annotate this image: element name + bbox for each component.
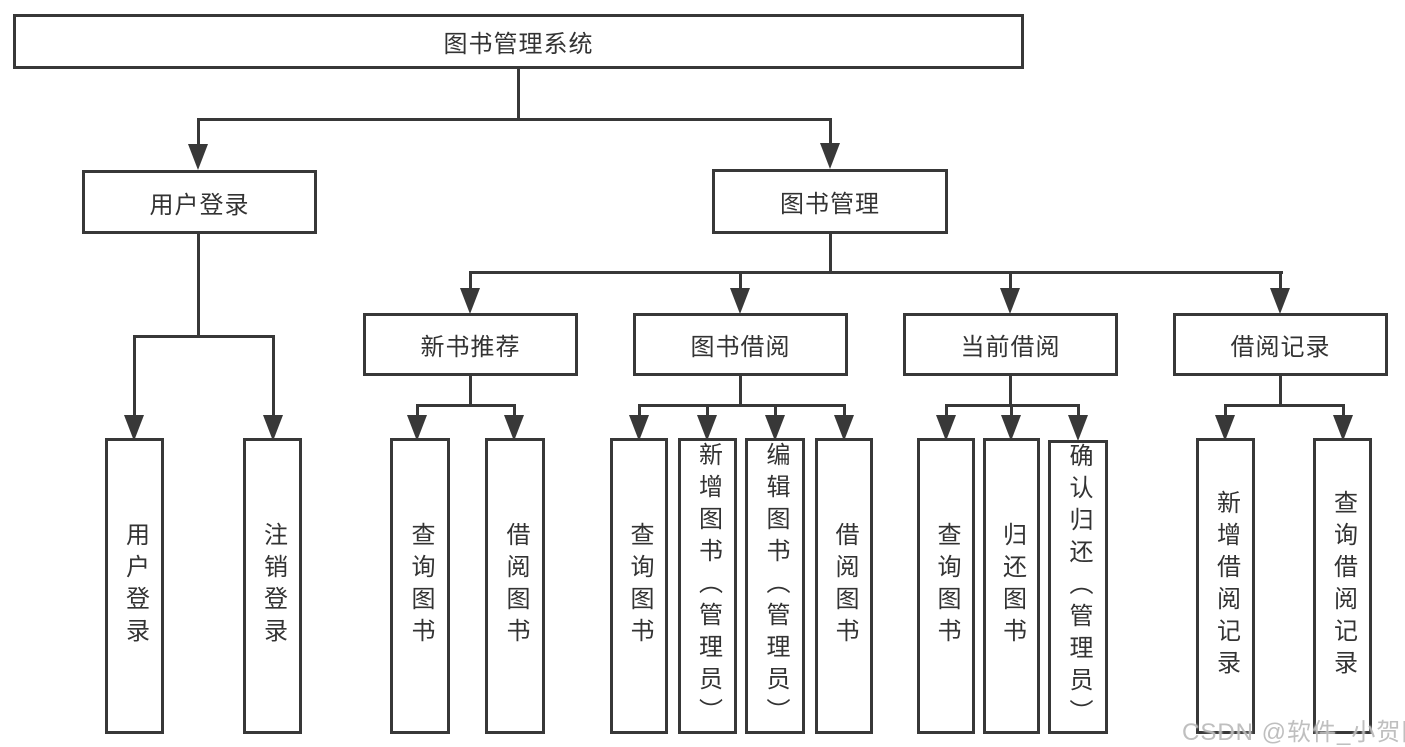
leaf-label: 新增借阅记录 (1212, 490, 1240, 682)
arrowhead-down-icon (697, 415, 717, 441)
connector-line (739, 271, 742, 291)
node-book-borrow: 图书借阅 (633, 313, 848, 376)
arrowhead-down-icon (730, 288, 750, 314)
leaf-query-books-1: 查询图书 (390, 438, 450, 734)
leaf-logout: 注销登录 (243, 438, 302, 734)
csdn-watermark: CSDN @软件_小贺同学 (1182, 719, 1405, 746)
node-new-book-recommend-label: 新书推荐 (420, 334, 521, 361)
arrowhead-down-icon (124, 415, 144, 441)
leaf-borrow-books-1: 借阅图书 (485, 438, 545, 734)
connector-line (469, 271, 472, 291)
arrowhead-down-icon (629, 415, 649, 441)
leaf-label: 归还图书 (998, 522, 1026, 650)
leaf-add-borrow-record: 新增借阅记录 (1196, 438, 1255, 734)
connector-line (829, 118, 832, 148)
connector-line (517, 69, 520, 120)
leaf-confirm-return-admin: 确认归还（管理员） (1048, 440, 1108, 734)
arrowhead-down-icon (834, 415, 854, 441)
node-current-borrow-label: 当前借阅 (960, 334, 1061, 361)
connector-line (1077, 404, 1080, 420)
connector-line (1009, 271, 1012, 291)
connector-line (197, 118, 832, 121)
node-current-borrow: 当前借阅 (903, 313, 1118, 376)
node-new-book-recommend: 新书推荐 (363, 313, 578, 376)
node-book-management-label: 图书管理 (780, 191, 880, 218)
arrowhead-down-icon (1215, 415, 1235, 441)
arrowhead-down-icon (1068, 415, 1088, 441)
connector-line (638, 404, 641, 420)
node-root: 图书管理系统 (13, 14, 1024, 69)
node-user-login: 用户登录 (82, 170, 317, 234)
leaf-label: 借阅图书 (502, 522, 529, 650)
node-borrow-records: 借阅记录 (1173, 313, 1388, 376)
connector-line (774, 404, 777, 420)
arrowhead-down-icon (188, 144, 208, 170)
connector-line (1009, 376, 1012, 407)
leaf-label: 确认归还（管理员） (1065, 443, 1092, 731)
arrowhead-down-icon (1270, 288, 1290, 314)
connector-line (133, 335, 275, 338)
connector-line (469, 376, 472, 407)
leaf-label: 借阅图书 (831, 522, 858, 650)
connector-line (829, 234, 832, 274)
leaf-label: 查询图书 (626, 522, 653, 650)
connector-line (513, 404, 516, 420)
leaf-label: 注销登录 (259, 522, 287, 650)
leaf-label: 用户登录 (121, 522, 149, 650)
leaf-edit-book-admin: 编辑图书（管理员） (745, 438, 805, 734)
connector-line (1279, 376, 1282, 407)
leaf-return-books: 归还图书 (983, 438, 1040, 734)
leaf-user-login: 用户登录 (105, 438, 164, 734)
connector-line (638, 404, 846, 407)
connector-line (197, 233, 200, 337)
connector-line (416, 404, 516, 407)
node-book-management: 图书管理 (712, 169, 948, 234)
arrowhead-down-icon (1000, 288, 1020, 314)
connector-line (133, 335, 136, 417)
arrowhead-down-icon (765, 415, 785, 441)
node-user-login-label: 用户登录 (149, 191, 250, 219)
arrowhead-down-icon (407, 415, 427, 441)
node-book-borrow-label: 图书借阅 (690, 334, 791, 361)
connector-line (1010, 404, 1013, 420)
arrowhead-down-icon (263, 415, 283, 441)
leaf-label: 新增图书（管理员） (694, 442, 722, 730)
node-root-label: 图书管理系统 (443, 31, 594, 58)
connector-line (1342, 404, 1345, 420)
connector-line (1224, 404, 1227, 420)
connector-line (739, 376, 742, 407)
leaf-query-books-3: 查询图书 (917, 438, 975, 734)
leaf-label: 查询图书 (407, 522, 434, 650)
leaf-label: 查询借阅记录 (1329, 490, 1357, 682)
connector-line (1224, 404, 1345, 407)
connector-line (706, 404, 709, 420)
arrowhead-down-icon (936, 415, 956, 441)
leaf-borrow-books-2: 借阅图书 (815, 438, 873, 734)
arrowhead-down-icon (504, 415, 524, 441)
arrowhead-down-icon (820, 143, 840, 169)
arrowhead-down-icon (460, 288, 480, 314)
node-borrow-records-label: 借阅记录 (1230, 334, 1331, 361)
arrowhead-down-icon (1333, 415, 1353, 441)
connector-line (945, 404, 948, 420)
connector-line (416, 404, 419, 420)
arrowhead-down-icon (1001, 415, 1021, 441)
leaf-query-borrow-record: 查询借阅记录 (1313, 438, 1372, 734)
leaf-query-books-2: 查询图书 (610, 438, 668, 734)
leaf-label: 查询图书 (933, 522, 960, 650)
connector-line (1279, 271, 1282, 291)
connector-line (197, 118, 200, 148)
leaf-label: 编辑图书（管理员） (762, 442, 789, 730)
leaf-add-book-admin: 新增图书（管理员） (678, 438, 737, 734)
connector-line (272, 335, 275, 417)
connector-line (469, 271, 1283, 274)
connector-line (843, 404, 846, 420)
